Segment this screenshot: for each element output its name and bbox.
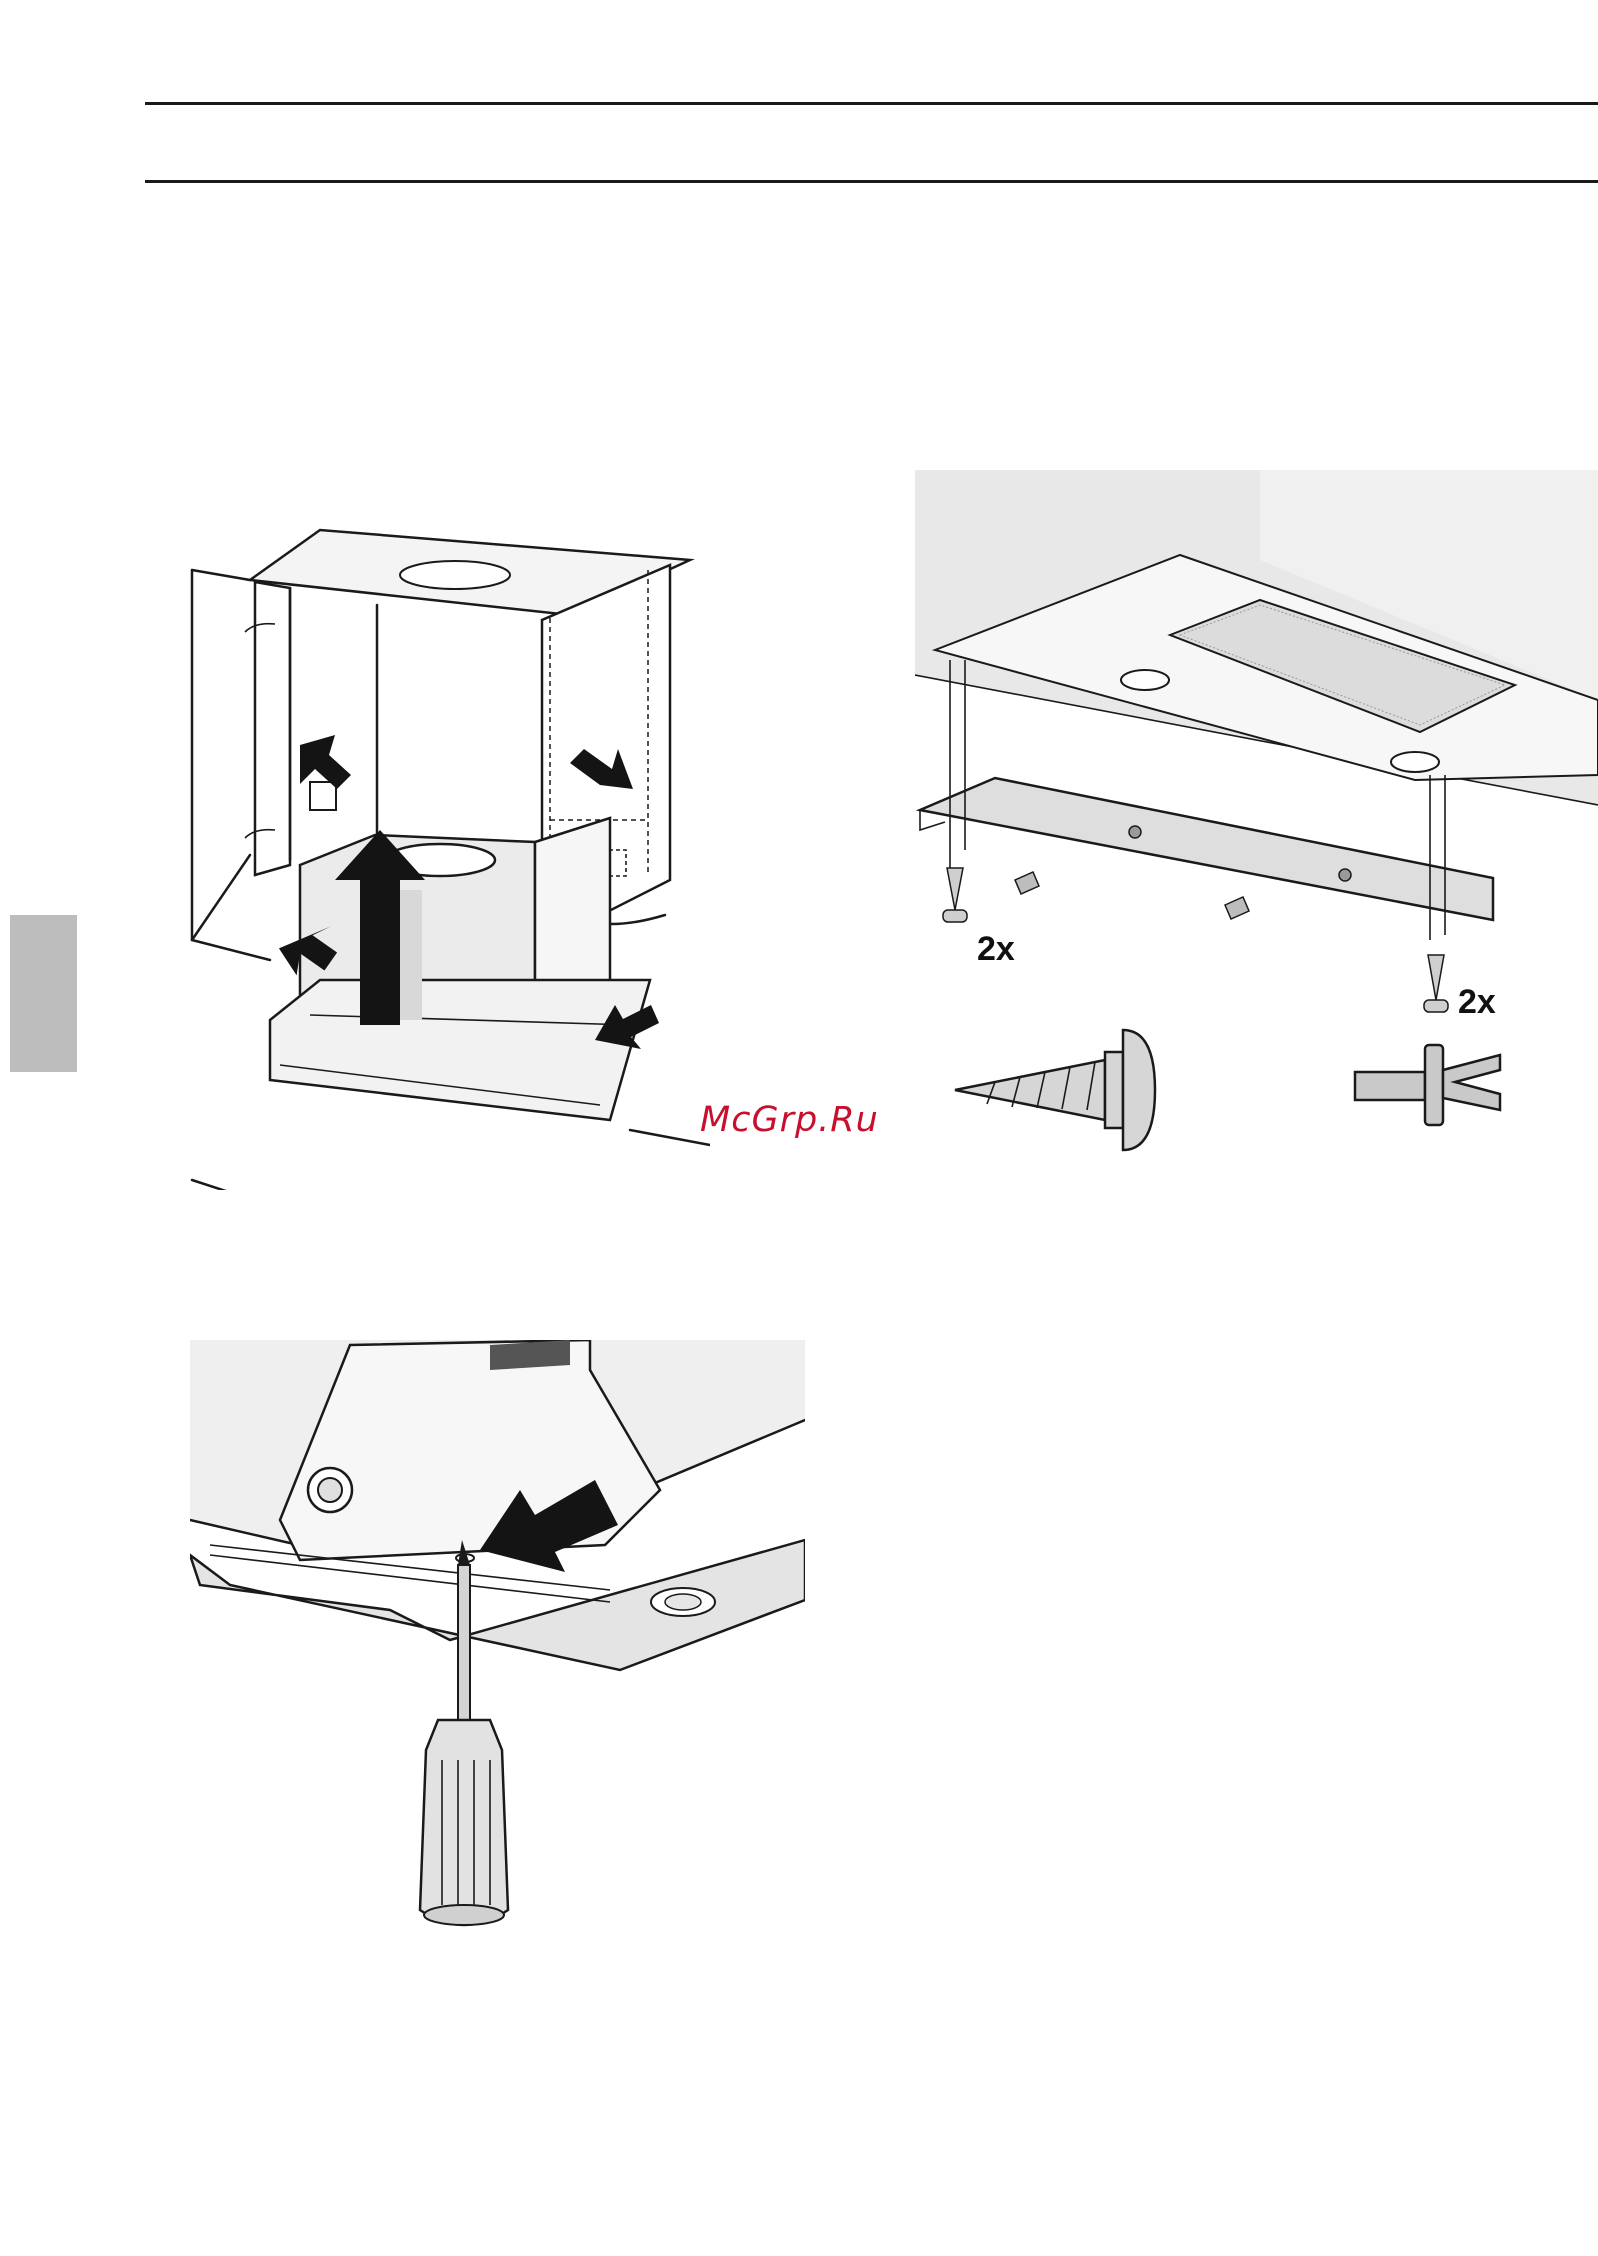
screw-large-icon [955,1030,1155,1150]
cover-strip [920,778,1493,920]
screwdriver-fastening-illustration [190,1340,805,1940]
screw-small-left-icon [943,868,967,922]
screwdriver-icon [420,1540,508,1925]
bracket-arrow-left-icon [300,735,351,789]
anchor-large-icon [1355,1045,1500,1125]
section-side-tab [10,915,77,1072]
cabinet-installation-illustration [190,520,710,1190]
hood-glide-tray [270,980,650,1120]
screw-quantity-label-left: 2x [977,930,1015,969]
anchor-small-left-icon [1015,872,1039,894]
watermark-text: McGrp.Ru [700,1100,879,1140]
header-rule-top [145,102,1598,105]
header-rule-bottom [145,180,1598,183]
anchor-small-right-icon [1225,897,1249,919]
screw-quantity-label-right: 2x [1458,983,1496,1022]
screw-small-right-icon [1424,955,1448,1012]
cover-strip-mounting-illustration [915,470,1598,1190]
